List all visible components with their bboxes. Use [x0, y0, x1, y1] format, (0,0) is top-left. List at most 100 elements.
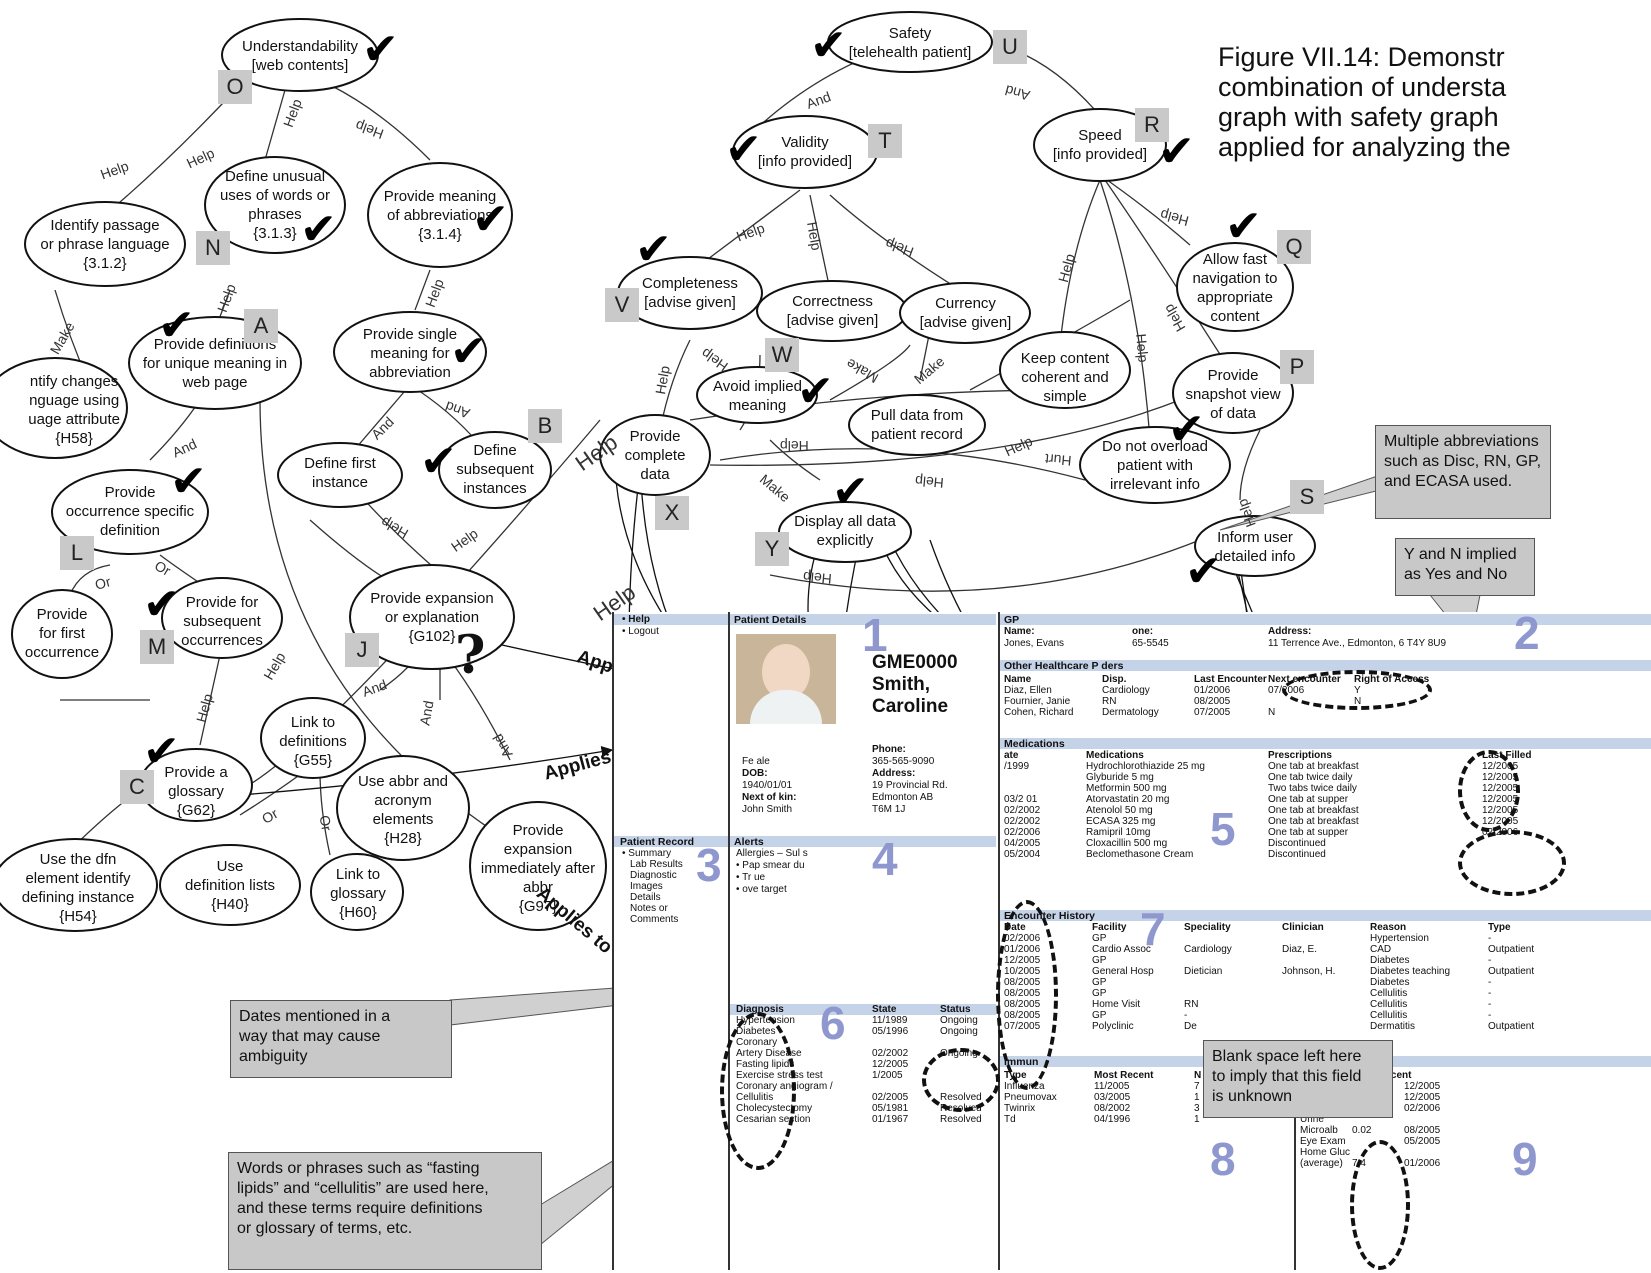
table-cell: 05/2004 [1004, 849, 1041, 860]
table-cell: Home Visit [1092, 999, 1141, 1010]
table-cell: 0.02 [1352, 1125, 1372, 1136]
table-cell: Ongoing [940, 1015, 978, 1026]
table-cell: Dermatology [1102, 707, 1159, 718]
table-cell: 12/2005 [1404, 1092, 1441, 1103]
table-cell: One tab at breakfast [1268, 761, 1359, 772]
check-icon: ✔ [300, 204, 337, 255]
tag-c: C [120, 770, 154, 804]
sex-value: Fe ale [742, 756, 770, 767]
logout-link[interactable]: • Logout [622, 626, 659, 637]
table-cell: Diabetes teaching [1370, 966, 1451, 977]
table-cell: Urine [1300, 1114, 1324, 1125]
tag-y: Y [755, 532, 789, 566]
table-cell: Two tabs twice daily [1268, 783, 1357, 794]
table-cell: Pneumovax [1004, 1092, 1057, 1103]
check-icon: ✔ [635, 224, 672, 275]
node-provide-complete: Provide complete data [624, 427, 686, 483]
table-cell: 04/2005 [1004, 838, 1041, 849]
column-header: Facility [1092, 922, 1127, 933]
node-link-glossary: Link to glossary {H60} [330, 865, 386, 921]
table-cell: 12/2005 [872, 1059, 909, 1070]
edge-label-help: Help [802, 568, 833, 588]
table-cell: Polyclinic [1092, 1021, 1134, 1032]
table-cell: Cellulitis [1370, 988, 1408, 999]
node-provide-meaning-abbr: Provide meaning of abbreviations {3.1.4} [383, 187, 497, 243]
check-icon: ✔ [797, 366, 834, 417]
table-cell: N [1268, 707, 1276, 718]
alert-item: Allergies – Sul s [736, 848, 808, 859]
table-cell: Td [1004, 1114, 1016, 1125]
callout-multiple-abbr: Multiple abbreviations such as Disc, RN,… [1375, 425, 1551, 519]
gp-name: Jones, Evans [1004, 638, 1065, 649]
table-cell: 11/1989 [872, 1015, 908, 1026]
check-icon: ✔ [1225, 201, 1262, 252]
table-cell: 01/2006 [1404, 1158, 1441, 1169]
tag-l: L [60, 536, 94, 570]
patient-record-menu-item: Comments [630, 914, 679, 925]
edge-label-help: Help [1133, 332, 1152, 364]
table-cell: Outpatient [1488, 966, 1535, 977]
table-cell: Hydrochlorothiazide 25 mg [1086, 761, 1205, 772]
node-use-def-lists: Use definition lists {H40} [184, 857, 276, 913]
table-cell: 08/2002 [1094, 1103, 1131, 1114]
table-cell: 02/2002 [872, 1048, 909, 1059]
patient-record-screen: • Help • Logout Patient Details GME0000 … [612, 607, 1651, 1270]
question-mark-icon: ? [455, 625, 486, 686]
highlight-g [996, 900, 1058, 1090]
table-cell: 12/2005 [1404, 1081, 1441, 1092]
tag-q: Q [1277, 230, 1311, 264]
table-cell: - [1488, 933, 1492, 944]
column-header: Speciality [1184, 922, 1231, 933]
node-define-subsequent: Define subsequent instances [456, 441, 534, 497]
table-cell: Ramipril 10mg [1086, 827, 1151, 838]
table-cell: 05/2005 [1404, 1136, 1441, 1147]
table-cell: Discontinued [1268, 849, 1326, 860]
column-header: ate [1004, 750, 1019, 761]
table-cell: GP [1092, 1010, 1107, 1021]
highlight-f [922, 1048, 1000, 1112]
table-cell: Dietician [1184, 966, 1223, 977]
table-cell: 04/1996 [1094, 1114, 1131, 1125]
node-provide-expansion-after: Provide expansion immediately after abbr… [480, 821, 596, 915]
callout-blank: Blank space left here to imply that this… [1203, 1040, 1393, 1118]
edge-label-hurt: Hurt [1044, 450, 1073, 470]
table-cell: 02/2006 [1004, 827, 1041, 838]
patient-record-menu-item: Details [630, 892, 661, 903]
table-cell: 05/1996 [872, 1026, 909, 1037]
tag-j: J [345, 633, 379, 667]
section-number: 1 [862, 609, 888, 661]
table-cell: 03/2005 [1094, 1092, 1131, 1103]
patient-id: GME0000 [872, 652, 958, 673]
table-cell: Cardiology [1184, 944, 1232, 955]
column-header: Clinician [1282, 922, 1324, 933]
table-cell: - [1488, 955, 1492, 966]
node-provide-single: Provide single meaning for abbreviation [362, 325, 458, 381]
tag-n: N [196, 231, 230, 265]
column-header: Last Filled [1482, 750, 1532, 761]
tag-t: T [868, 124, 902, 158]
table-cell: Resolved [940, 1114, 982, 1125]
table-cell: - [1488, 999, 1492, 1010]
table-cell: Diabetes [1370, 977, 1410, 988]
table-cell: 08/2005 [1404, 1125, 1441, 1136]
divider [728, 612, 730, 1270]
table-cell: 1/2005 [872, 1070, 903, 1081]
table-cell: General Hosp [1092, 966, 1154, 977]
highlight-h [1282, 670, 1432, 710]
table-cell: Home Gluc [1300, 1147, 1351, 1158]
check-icon: ✔ [420, 436, 457, 487]
table-cell: 07/2005 [1194, 707, 1231, 718]
patient-last-name: Smith, [872, 674, 931, 695]
table-cell: Diaz, E. [1282, 944, 1318, 955]
callout-dates: Dates mentioned in a way that may cause … [230, 1000, 452, 1078]
table-cell: Cloxacillin 500 mg [1086, 838, 1168, 849]
check-icon: ✔ [362, 24, 399, 75]
tag-v: V [605, 288, 639, 322]
tag-a: A [244, 309, 278, 343]
table-cell: Atenolol 50 mg [1086, 805, 1153, 816]
help-link[interactable]: • Help [622, 614, 650, 625]
node-pull-data: Pull data from patient record [870, 407, 964, 443]
node-inform-user: Inform user detailed info [1214, 529, 1296, 565]
table-cell: RN [1102, 696, 1117, 707]
callout-yn-implied: Y and N implied as Yes and No [1395, 538, 1535, 596]
